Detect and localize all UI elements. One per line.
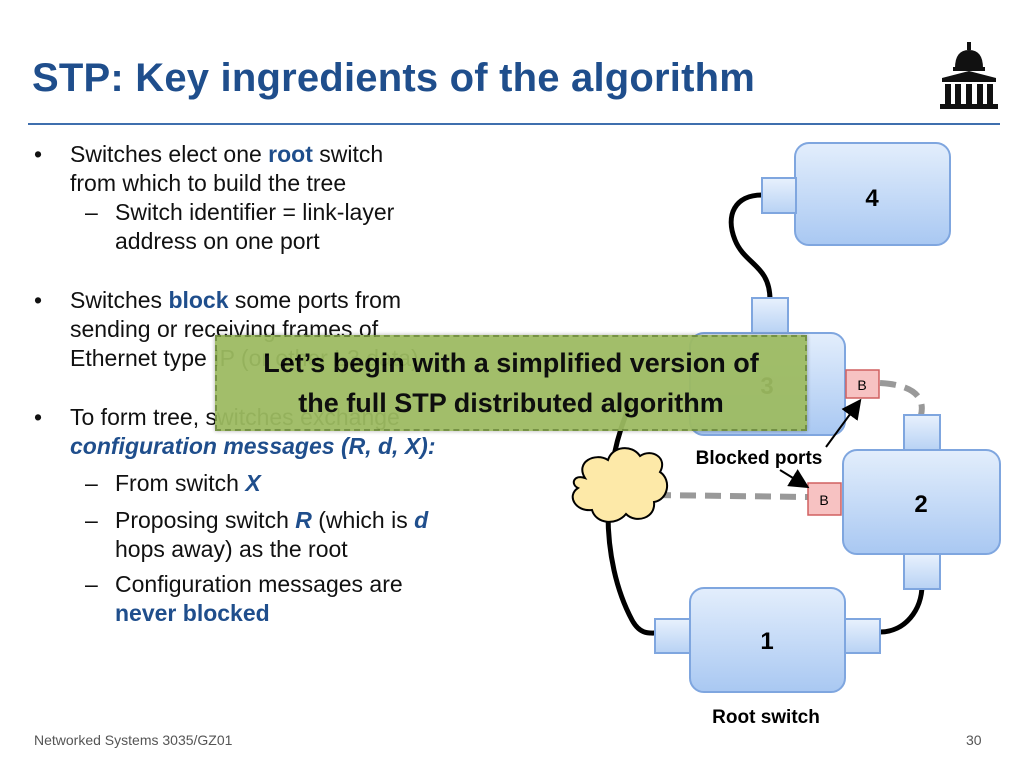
blocked-ports-label: Blocked ports [696,448,823,469]
b3-sub2-highlight-r: R [295,507,312,533]
b3-sub3-highlight: never blocked [115,600,270,626]
footer-page-number: 30 [966,732,982,748]
switch-1-port-right [844,618,881,654]
blocked-port-3-label: B [857,377,866,393]
root-switch-label: Root switch [712,707,820,728]
switch-2-label: 2 [914,491,927,518]
b3-sub1-highlight: X [245,470,261,496]
b3-sub2-highlight-d: d [414,507,429,533]
switch-2-port-top [903,414,941,451]
b3-line2: configuration messages (R, d, X): [70,433,436,459]
b3-sub1-text: From switch [115,470,246,496]
b1-sub-line1: Switch identifier = link-layer [115,199,395,225]
switch-1-label: 1 [760,628,773,655]
b3-sub3-line1: Configuration messages are [115,571,403,597]
link-lan-2-blocked [654,492,809,500]
b1-sub-line2: address on one port [115,228,320,254]
switch-1-port-left [654,618,691,654]
callout-banner: Let’s begin with a simplified version of… [215,335,807,431]
university-building-icon [940,42,998,109]
switch-2-port-bottom [903,553,941,590]
b2-text-post: some ports from [228,287,402,313]
blocked-port-switch-3 [845,369,880,399]
blocked-port-switch-2 [807,482,842,516]
link-4-3 [728,192,773,301]
link-1-2 [879,584,925,635]
arrow-to-blocked-3 [825,398,862,448]
b1-text: Switches elect one [70,141,269,167]
callout-line1: Let’s begin with a simplified version of [263,348,759,378]
slide-title: STP: Key ingredients of the algorithm [32,56,756,100]
link-3-2-blocked [879,380,925,416]
b3-sub2-mid: (which is [311,507,415,533]
switch-3-port-top [751,297,789,334]
arrow-to-blocked-2 [779,469,810,489]
subbullet-proposing: – Proposing switch R (which is d hops aw… [85,507,429,562]
switch-4-port [761,177,797,214]
b1-text-post: switch [312,141,384,167]
b2-highlight: block [168,287,229,313]
b3-sub2-text: Proposing switch [115,507,296,533]
title-divider [28,123,1000,125]
subbullet-from-switch: – From switch X [85,470,261,496]
bullet-root-election: • Switches elect one root switch from wh… [34,141,384,196]
switch-4-label: 4 [865,185,879,212]
subbullet-switch-id: – Switch identifier = link-layer address… [85,199,395,254]
footer-course: Networked Systems 3035/GZ01 [34,732,233,748]
subbullet-never-blocked: – Configuration messages are never block… [85,571,403,626]
callout-line2: the full STP distributed algorithm [298,388,724,418]
b3-sub2-line2: hops away) as the root [115,536,348,562]
b1-highlight: root [268,141,313,167]
lan-cloud-icon [571,447,669,523]
blocked-port-2-label: B [819,492,828,508]
b2-text: Switches [70,287,169,313]
b1-line2: from which to build the tree [70,170,347,196]
